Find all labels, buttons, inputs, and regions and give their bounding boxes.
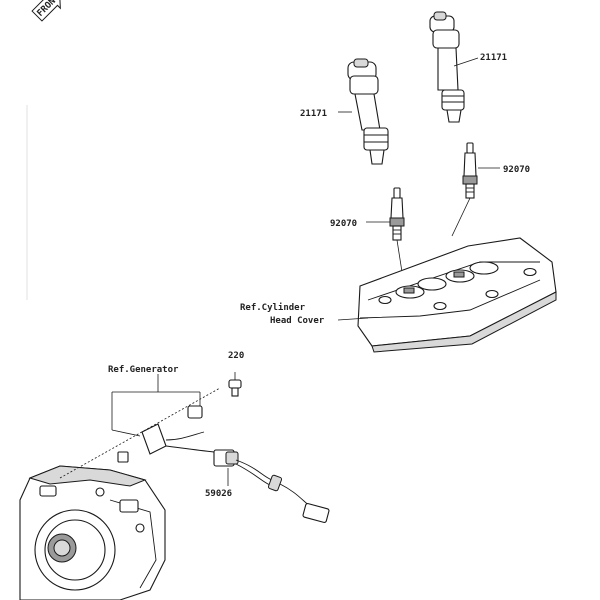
ignition-coil-left [347,58,389,165]
spark-plug-right [451,142,478,237]
label-coil-left: 21171 [300,109,327,119]
bolt [228,372,242,397]
label-cylinder-head-line2: Head Cover [270,316,325,326]
label-plug-left: 92070 [330,219,357,229]
generator-housing [19,465,166,600]
front-orientation-badge: FRONT [31,0,62,22]
label-generator-ref: Ref.Generator [108,365,179,375]
sensor [213,449,330,523]
label-cylinder-head-line1: Ref.Cylinder [240,302,306,313]
label-coil-right: 21171 [480,53,507,63]
label-bolt: 220 [228,351,244,361]
generator-ref-bracket [59,374,221,479]
generator-pickup-wiring [117,405,215,463]
spark-plug-left [389,187,405,273]
ignition-coil-right [429,11,465,123]
cylinder-head-cover [357,237,557,353]
label-sensor: 59026 [205,489,232,499]
label-plug-right: 92070 [503,165,530,175]
